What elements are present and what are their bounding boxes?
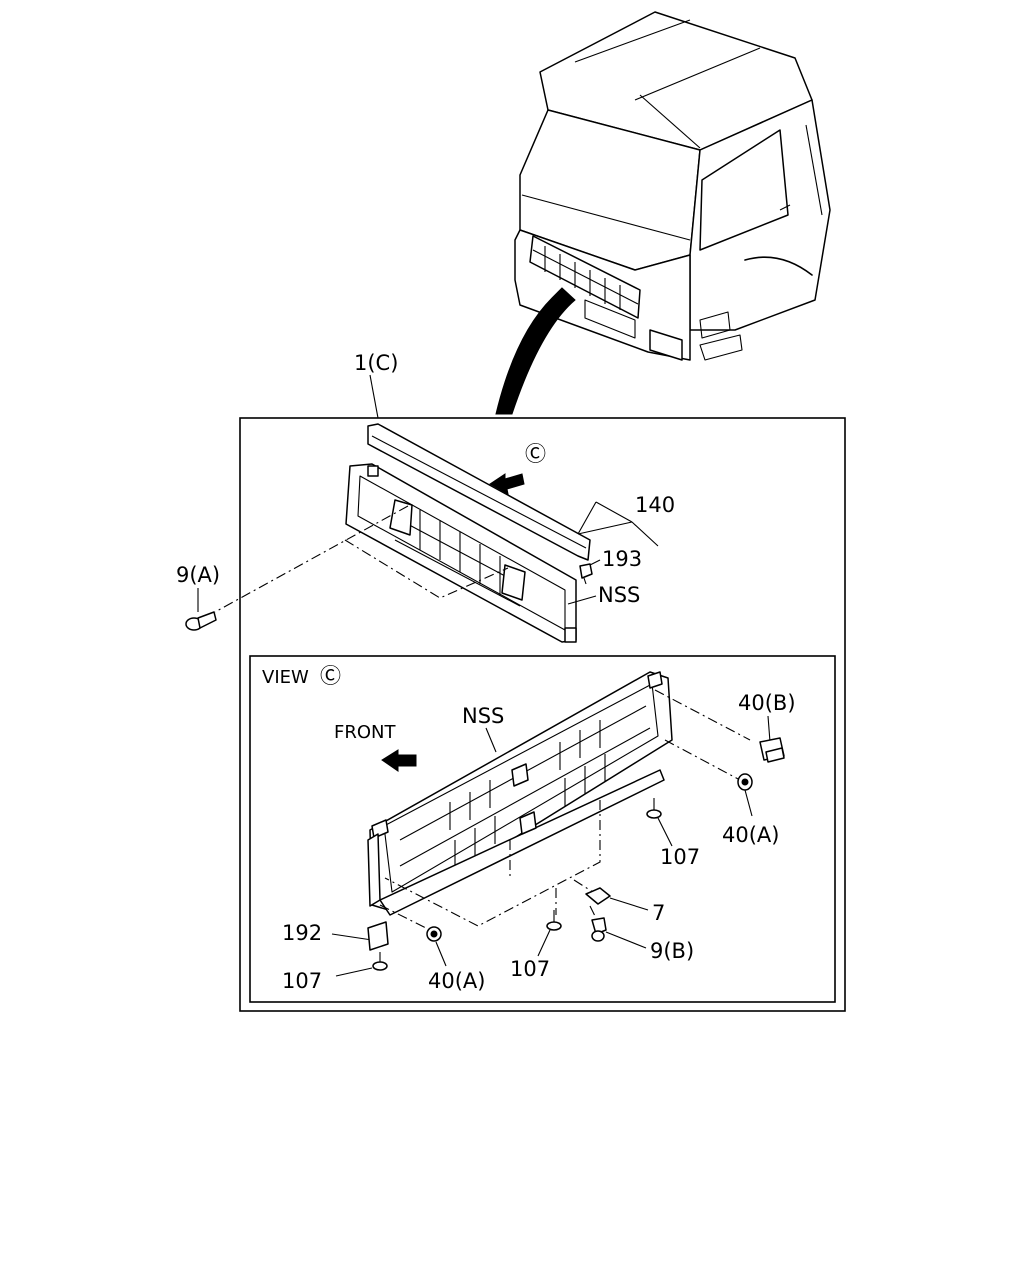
callout-40b: 40(B) — [738, 691, 796, 715]
grille-view-illustration — [367, 671, 673, 916]
callout-192: 192 — [282, 921, 322, 945]
nut-40a-right-icon — [737, 773, 753, 791]
callout-9a: 9(A) — [176, 563, 220, 587]
front-label: FRONT — [334, 722, 396, 743]
leader-arrow — [495, 287, 576, 415]
callout-40a-bottom: 40(A) — [428, 969, 485, 993]
callout-40a-right: 40(A) — [722, 823, 779, 847]
view-marker: Ⓒ — [525, 442, 546, 466]
screw-107-right-icon — [646, 798, 662, 819]
clip-7-icon — [585, 887, 611, 905]
screw-107-center-icon — [546, 910, 562, 931]
view-title: VIEW — [262, 667, 309, 688]
callout-assembly: 1(C) — [354, 351, 398, 375]
callout-140: 140 — [635, 493, 675, 517]
detail-frame — [239, 417, 846, 1012]
front-arrow — [381, 749, 417, 772]
screw-9a-icon — [185, 611, 217, 631]
bracket-192-icon — [367, 921, 389, 951]
clip-40b-icon — [759, 737, 785, 763]
view-title-marker: Ⓒ — [320, 664, 341, 688]
view-arrow — [489, 473, 525, 495]
callout-nss-top: NSS — [598, 583, 640, 607]
callout-107-left: 107 — [282, 969, 322, 993]
callout-7: 7 — [652, 901, 665, 925]
screw-9b-icon — [591, 917, 607, 942]
callout-107-right: 107 — [660, 845, 700, 869]
grille-upper-illustration — [345, 423, 591, 643]
callout-107-center: 107 — [510, 957, 550, 981]
view-c-frame — [249, 655, 836, 1003]
screw-107-left-icon — [372, 952, 388, 971]
callout-193: 193 — [602, 547, 642, 571]
nut-40a-bottom-icon — [426, 926, 442, 942]
clip-193-icon — [579, 563, 593, 585]
truck-cab-illustration — [514, 11, 831, 361]
callout-9b: 9(B) — [650, 939, 694, 963]
callout-nss-view: NSS — [462, 704, 504, 728]
